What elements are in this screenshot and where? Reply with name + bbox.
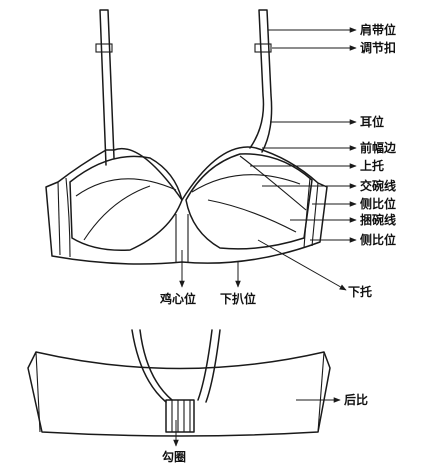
front-view [45,9,328,265]
left-side-seam-1 [57,181,61,256]
hook-eye-rows [171,400,191,432]
left-cup [69,155,183,251]
back-view [27,329,331,437]
left-side-seam-2 [65,177,71,258]
right-side-seam-1 [311,182,319,247]
label-cross-seam: 交碗线 [360,179,397,193]
back-right-strap [197,329,221,403]
label-adjust-buckle: 调节扣 [360,41,397,55]
left-cup-seam [83,185,151,241]
right-cross-seam [191,174,301,193]
back-band-outline [27,351,331,437]
hook-eye-closure [165,399,195,433]
label-under-band: 下扒位 [220,292,257,306]
label-front-edge: 前幅边 [360,141,397,155]
left-cross-seam [75,178,177,197]
right-cup [185,153,313,250]
right-adjust-buckle [254,43,272,53]
label-shoulder-strap: 肩带位 [360,23,397,37]
callout-arrows [173,27,357,447]
right-strap [249,9,273,153]
back-right-edge [317,351,325,433]
label-center-gore: 鸡心位 [160,292,197,306]
right-upper-cup-line [239,155,307,211]
label-cup-seam: 捆碗线 [360,213,397,227]
front-band-outline [45,146,328,265]
label-side-panel-1: 侧比位 [360,197,397,211]
label-hook-eye: 勾圈 [162,450,187,464]
back-left-edge [35,351,41,433]
label-side-panel-2: 侧比位 [360,233,397,247]
label-ear: 耳位 [360,115,385,129]
left-strap [99,9,115,166]
right-cup-seam [207,199,297,233]
left-adjust-buckle [95,43,113,53]
label-back-band: 后比 [344,393,369,407]
back-left-strap [131,329,173,403]
label-upper-cup: 上托 [360,159,385,173]
label-lower-cup: 下托 [348,285,373,299]
arrow-lower-cup [257,239,347,291]
center-gore [175,214,189,262]
